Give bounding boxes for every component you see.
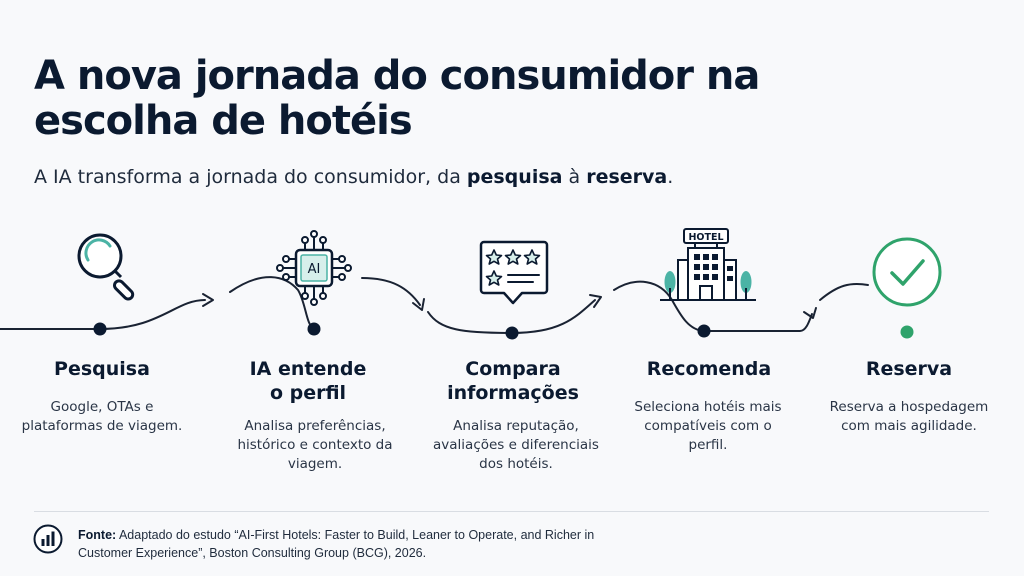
source-text: Adaptado do estudo “AI-First Hotels: Fas… <box>78 528 595 560</box>
flow-node-pesquisa <box>93 322 107 336</box>
step-title-reserva: Reserva <box>865 358 953 380</box>
subtitle-mid: à <box>562 166 587 188</box>
flow-arrow-5 <box>803 307 817 319</box>
hotel-sign-label: HOTEL <box>688 232 723 243</box>
subtitle-end: . <box>667 166 674 188</box>
step-title-ia-entende: IA entende o perfil <box>249 358 367 404</box>
flow-segment-6 <box>819 282 869 301</box>
flow-arrow-1 <box>202 293 214 307</box>
step-title-pesquisa: Pesquisa <box>54 358 150 380</box>
flow-segment-3 <box>361 277 421 306</box>
footer-divider <box>34 511 989 512</box>
step-desc-ia-entende: Analisa preferências, histórico e contex… <box>237 418 393 472</box>
step-title-compara: Compara informações <box>447 358 579 404</box>
step-title-recomenda: Recomenda <box>646 358 772 380</box>
flow-arrow-4 <box>589 294 602 308</box>
ai-chip-icon: AI <box>276 230 352 306</box>
subtitle-bold-reserva: reserva <box>586 166 668 188</box>
page-subtitle: A IA transforma a jornada do consumidor,… <box>34 166 673 188</box>
flow-arrow-3 <box>412 298 425 311</box>
flow-segment-1 <box>0 299 206 330</box>
flow-node-ia <box>307 322 321 336</box>
step-desc-reserva: Reserva a hospedagem com mais agilidade. <box>829 399 989 434</box>
step-desc-pesquisa: Google, OTAs e plataformas de viagem. <box>21 399 183 434</box>
flow-node-recomenda <box>697 324 711 338</box>
source-citation: Fonte: Adaptado do estudo “AI-First Hote… <box>78 526 598 562</box>
step-desc-recomenda: Seleciona hotéis mais compatíveis com o … <box>634 399 782 453</box>
flow-node-reserva <box>900 325 914 339</box>
bar-chart-icon <box>33 524 63 554</box>
checkmark-circle-icon <box>872 237 942 307</box>
hotel-building-icon: HOTEL <box>660 228 756 301</box>
flow-node-compara <box>505 326 519 340</box>
subtitle-bold-pesquisa: pesquisa <box>466 166 563 188</box>
subtitle-lead: A IA transforma a jornada do consumidor,… <box>34 166 467 188</box>
star-review-icon <box>479 240 549 305</box>
magnifier-icon <box>77 233 135 301</box>
ai-chip-label: AI <box>308 262 321 277</box>
source-label: Fonte: <box>78 528 117 542</box>
step-desc-compara: Analisa reputação, avaliações e diferenc… <box>433 418 599 472</box>
page-title: A nova jornada do consumidor na escolha … <box>34 53 760 144</box>
